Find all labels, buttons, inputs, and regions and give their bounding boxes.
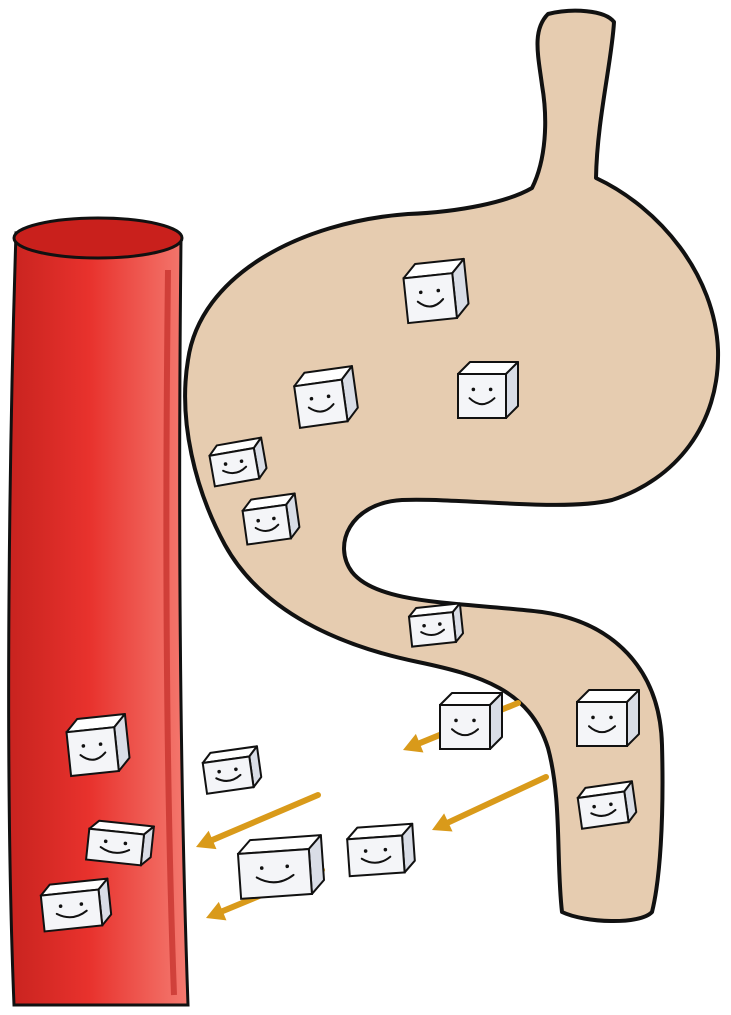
smiling-sugar-cube-icon	[237, 835, 325, 899]
smiling-sugar-cube-icon	[440, 693, 502, 749]
smiling-sugar-cube-icon	[408, 603, 464, 646]
blood-vessel-opening	[14, 218, 182, 258]
smiling-sugar-cube-icon	[346, 824, 415, 876]
smiling-sugar-cube-icon	[577, 690, 639, 746]
smiling-sugar-cube-icon	[576, 781, 637, 828]
smiling-sugar-cube-icon	[40, 879, 112, 932]
smiling-sugar-cube-icon	[65, 714, 131, 776]
smiling-sugar-cube-icon	[458, 362, 518, 418]
smiling-sugar-cube-icon	[402, 259, 470, 323]
smiling-sugar-cube-icon	[208, 438, 268, 487]
arrow-left-down-icon	[432, 777, 546, 831]
smiling-sugar-cube-icon	[241, 493, 301, 544]
smiling-sugar-cube-icon	[86, 820, 154, 866]
smiling-sugar-cube-icon	[293, 366, 360, 428]
smiling-sugar-cube-icon	[201, 746, 262, 793]
